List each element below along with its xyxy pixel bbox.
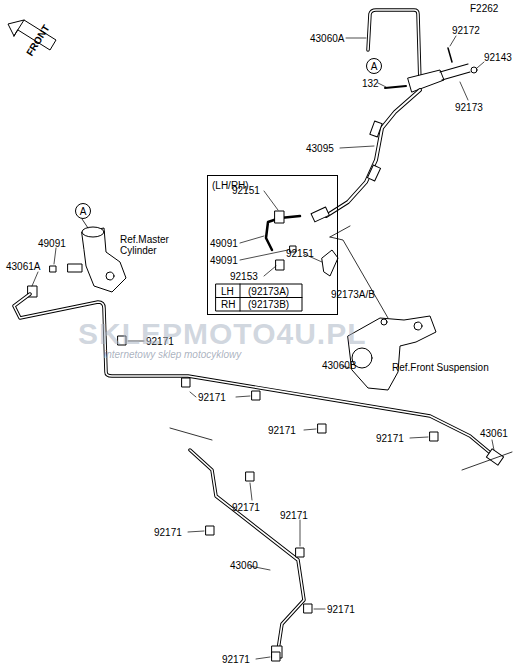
banjo-bolt [276,260,284,270]
reference-note: Ref.Front Suspension [392,362,496,373]
part-number: 43095 [306,143,334,154]
part-number: 92171 [198,392,226,403]
box-heading: (LH/RH) [212,180,333,191]
part-number: 49091 [210,238,238,249]
part-number: 43061A [6,261,40,272]
part-number: 92171 [268,425,296,436]
hose-bracket [408,70,444,92]
part-number: 92172 [452,25,480,36]
part-number: 92171 [280,510,308,521]
leader-line [330,226,388,318]
part-number: 43061 [480,428,508,439]
part-number: 92151 [232,185,260,196]
part-number: 132 [362,78,379,89]
part-number: 92143 [484,52,512,63]
part-number: 92171 [376,433,404,444]
bracket-bolt [440,64,470,80]
washer [50,266,56,272]
watermark: SKLEPMOTO4U.PL [78,318,366,350]
part-number: 92171 [232,502,260,513]
part-number: 92173 [455,102,483,113]
figure-code: F2262 [470,3,498,14]
part-number: 92171 [154,527,182,538]
flare-nut [486,449,503,465]
part-number: 92173A/B [331,289,375,300]
part-number: 49091 [210,255,238,266]
part-number: 43060B [322,360,356,371]
break-line [462,452,512,470]
part-number: 43060 [230,560,258,571]
reference-circle: A [366,58,382,74]
part-number: 92153 [230,271,258,282]
watermark: internetowy sklep motocyklowy [104,349,241,360]
table-cell: LH [221,286,234,297]
bolt [385,86,406,88]
part-number: 43060A [310,33,344,44]
table-grid [216,284,302,311]
reference-circle: A [75,203,91,219]
brake-pipe [190,450,304,650]
brake-hose [311,90,420,222]
part-number: 49091 [38,238,66,249]
nut [471,67,477,73]
reference-note: Ref.Master Cylinder [120,234,182,256]
leader-line [32,36,494,659]
brake-pipe [14,294,494,456]
front-arrow-head [8,20,24,36]
table-cell: (92173A) [248,286,289,297]
reference-letter: A [371,61,378,72]
break-line [170,428,212,440]
table-cell: (92173B) [248,299,289,310]
leader-line [82,219,88,228]
pipe-clamp [118,336,438,661]
table-cell: RH [221,299,235,310]
union [275,211,284,223]
part-number: 92171 [222,654,250,665]
part-number: 92151 [286,248,314,259]
bolt [448,48,452,62]
clip [322,250,338,276]
master-cylinder [68,227,126,292]
part-number: 92171 [327,604,355,615]
reference-letter: A [80,206,87,217]
